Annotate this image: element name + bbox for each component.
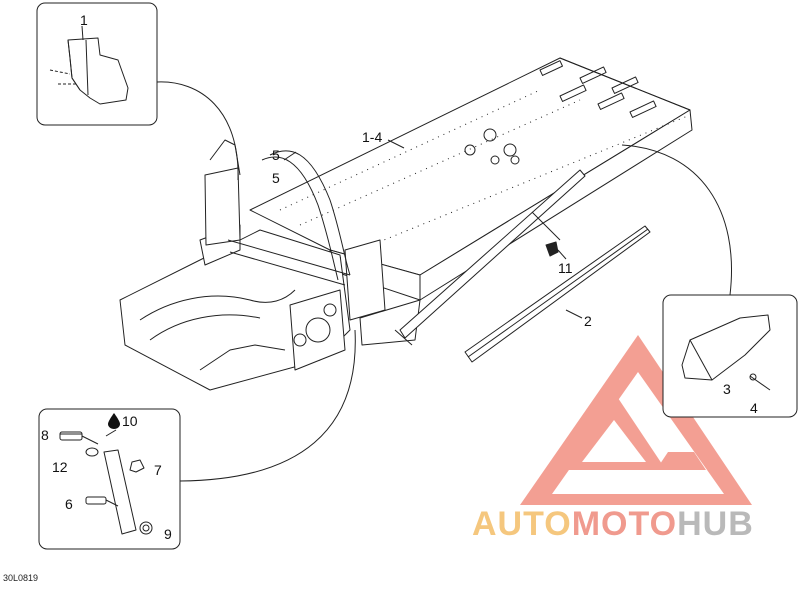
callout-9: 9	[164, 526, 172, 542]
front-end-structure	[119, 139, 421, 391]
watermark-moto: MOTO	[571, 505, 678, 543]
callout-6: 6	[65, 496, 73, 512]
watermark-logo	[520, 335, 752, 505]
callout-4: 4	[750, 400, 758, 416]
callout-5-lower: 5	[272, 170, 280, 186]
callout-12: 12	[52, 459, 68, 475]
reference-code: 30L0819	[3, 573, 39, 583]
callout-7: 7	[154, 462, 162, 478]
lubricant-drop-icon	[108, 413, 120, 429]
callout-1-4: 1-4	[362, 129, 383, 145]
watermark-hub: HUB	[677, 505, 754, 543]
leader-lines	[60, 81, 732, 482]
callout-8: 8	[41, 427, 49, 443]
watermark-auto: AUTO	[472, 505, 572, 543]
callout-2: 2	[584, 313, 592, 329]
inset-box-6-12	[38, 408, 181, 550]
callout-11: 11	[558, 260, 573, 276]
watermark-text: AUTOMOTOHUB	[472, 505, 754, 544]
rail-part-2	[399, 169, 651, 363]
callout-10: 10	[122, 413, 138, 429]
callout-1: 1	[80, 12, 88, 28]
callout-5-upper: 5	[272, 147, 280, 163]
inset-box-3-4	[662, 294, 798, 418]
bolt-part-11	[531, 211, 561, 257]
inset-box-1	[36, 2, 158, 126]
callout-3: 3	[723, 381, 731, 397]
